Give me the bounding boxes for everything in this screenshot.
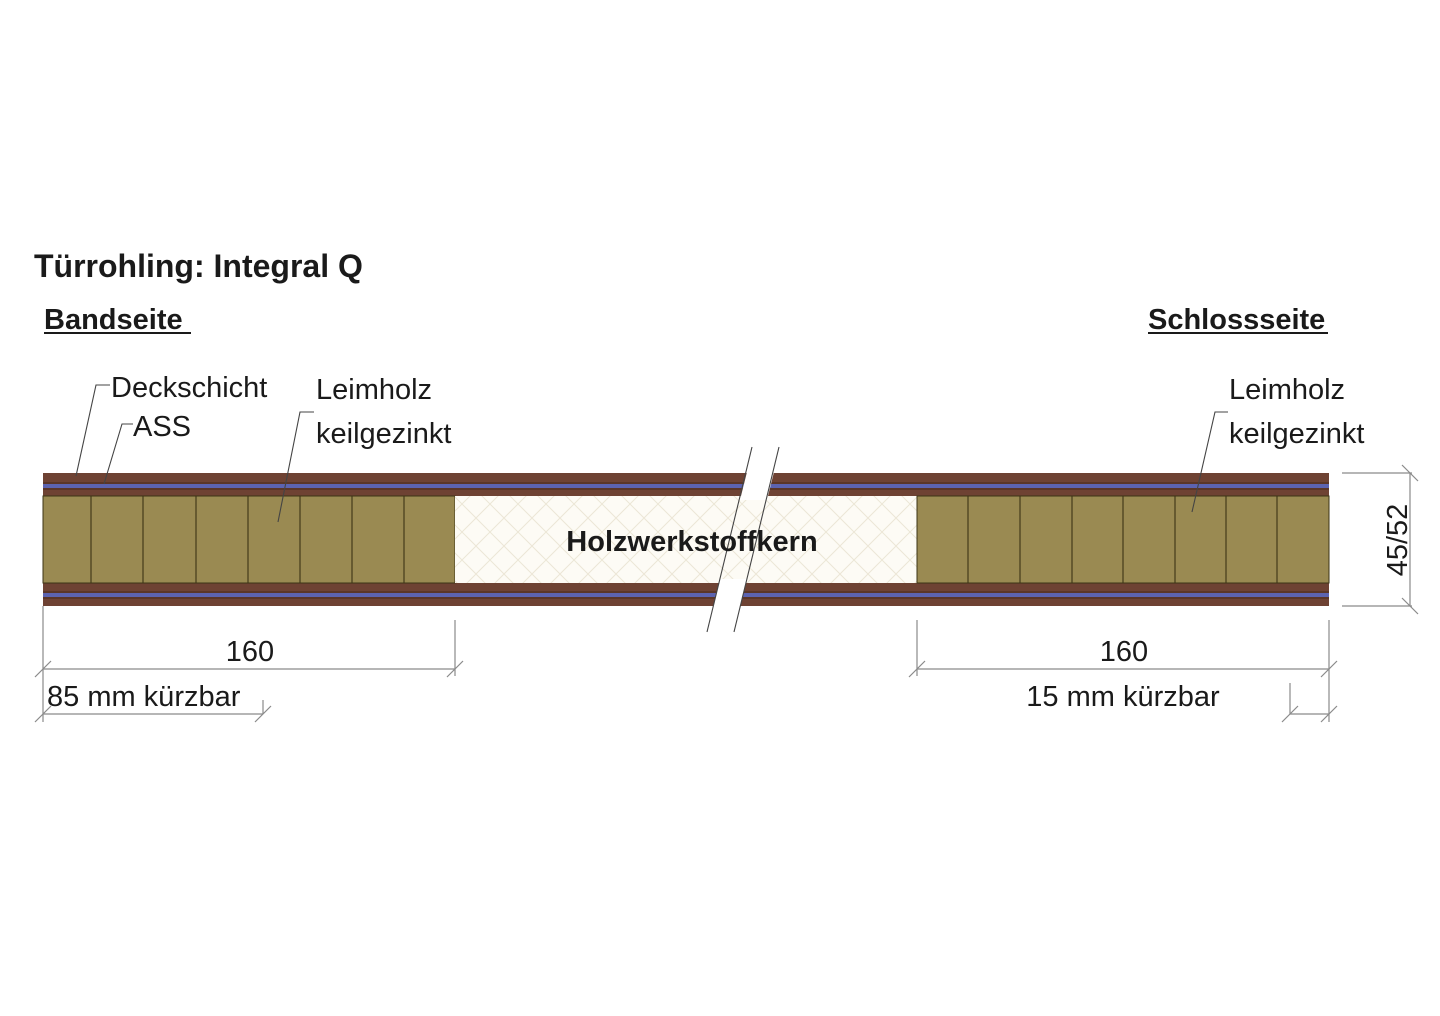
diagram-title: Türrohling: Integral Q bbox=[34, 248, 363, 284]
break-gap-bottom bbox=[712, 579, 747, 612]
heading-schlossseite: Schlossseite bbox=[1148, 304, 1325, 336]
label-core: Holzwerkstoffkern bbox=[566, 526, 817, 558]
label-ass: ASS bbox=[133, 411, 191, 443]
label-deckschicht: Deckschicht bbox=[111, 372, 267, 404]
ass-layer-top bbox=[43, 484, 1329, 488]
leader-lines bbox=[75, 384, 1228, 523]
dimension-left-width: 160 bbox=[226, 636, 274, 668]
dimension-right-width: 160 bbox=[1100, 636, 1148, 668]
dimension-left-shortenable: 85 mm kürzbar bbox=[47, 681, 241, 713]
dimension-left bbox=[34, 606, 464, 723]
dimension-right bbox=[908, 620, 1338, 723]
label-leimholz-left: Leimholz bbox=[316, 374, 432, 406]
break-gap-top bbox=[740, 468, 775, 500]
dimension-thickness bbox=[1342, 464, 1419, 615]
wood-core bbox=[455, 496, 917, 583]
section-body bbox=[42, 473, 1330, 606]
dimension-thickness-label: 45/52 bbox=[1382, 504, 1414, 577]
label-leimholz-right: Leimholz bbox=[1229, 374, 1345, 406]
label-keilgezinkt-right: keilgezinkt bbox=[1229, 418, 1364, 450]
solid-wood-left bbox=[42, 495, 456, 584]
label-keilgezinkt-left: keilgezinkt bbox=[316, 418, 451, 450]
dimension-right-shortenable: 15 mm kürzbar bbox=[1026, 681, 1220, 713]
break-line bbox=[706, 446, 753, 633]
ass-layer-bottom bbox=[43, 593, 1329, 597]
break-line bbox=[733, 446, 780, 633]
heading-bandseite: Bandseite bbox=[44, 304, 183, 336]
